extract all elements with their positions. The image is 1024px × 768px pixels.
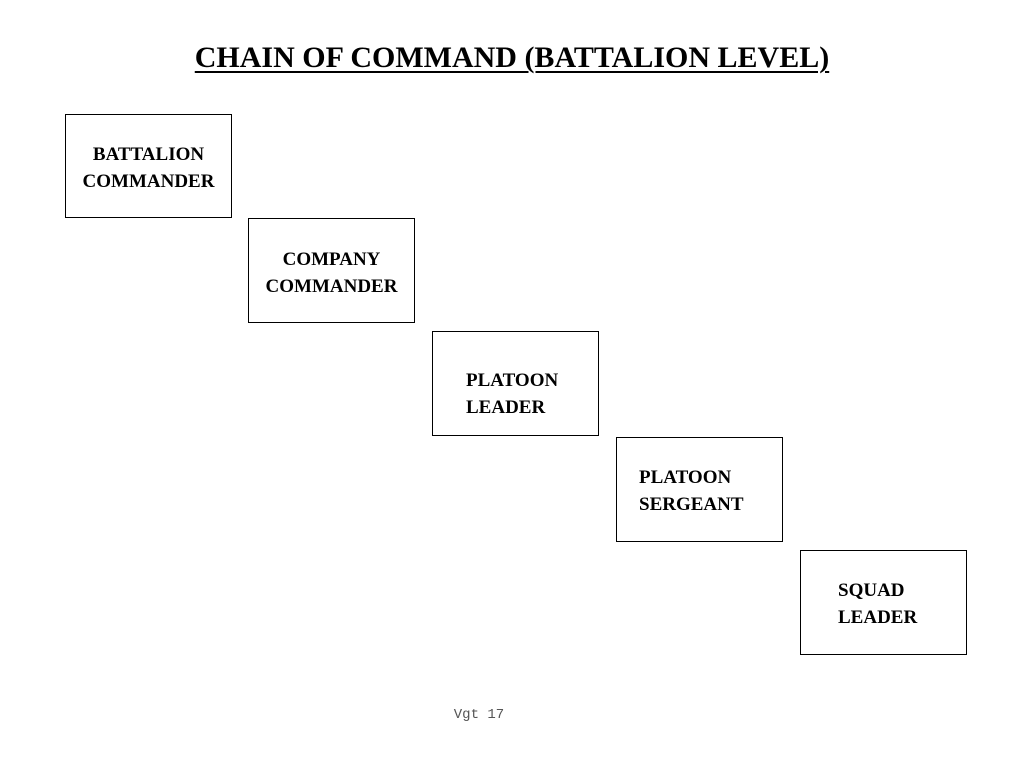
platoon-sergeant-line1: PLATOON	[639, 467, 732, 488]
platoon-leader-label: PLATOON LEADER	[466, 367, 558, 421]
company-commander-box	[248, 218, 415, 323]
slide-footer: Vgt 17	[453, 707, 505, 723]
battalion-commander-label: BATTALION COMMANDER	[65, 141, 232, 195]
platoon-leader-line1: PLATOON	[466, 370, 559, 391]
company-commander-line1: COMPANY	[282, 249, 381, 270]
platoon-leader-line2: LEADER	[466, 397, 546, 418]
squad-leader-line1: SQUAD	[838, 580, 905, 601]
company-commander-line2: COMMANDER	[265, 276, 398, 297]
squad-leader-box	[800, 550, 967, 655]
squad-leader-line2: LEADER	[838, 607, 918, 628]
company-commander-label: COMPANY COMMANDER	[248, 246, 415, 300]
platoon-sergeant-label: PLATOON SERGEANT	[639, 464, 744, 518]
battalion-commander-line2: COMMANDER	[82, 171, 215, 192]
platoon-sergeant-box	[616, 437, 783, 542]
page-title: CHAIN OF COMMAND (BATTALION LEVEL)	[194, 41, 830, 74]
battalion-commander-box	[65, 114, 232, 218]
platoon-leader-box	[432, 331, 599, 436]
squad-leader-label: SQUAD LEADER	[838, 577, 917, 631]
platoon-sergeant-line2: SERGEANT	[639, 494, 744, 515]
battalion-commander-line1: BATTALION	[92, 144, 205, 165]
